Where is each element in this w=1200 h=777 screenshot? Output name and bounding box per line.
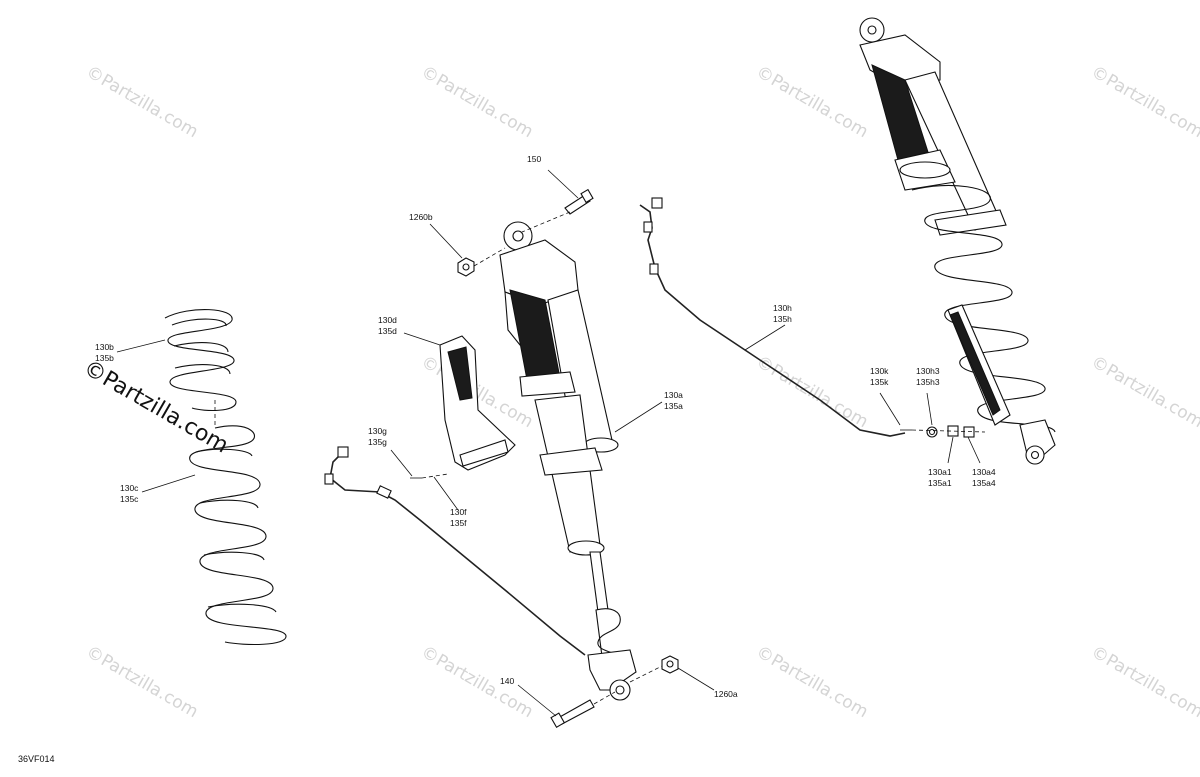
sensor-cable-left: [324, 446, 586, 656]
nut-1260b: [457, 257, 475, 277]
watermark: ©Partzilla.com: [1088, 62, 1200, 142]
callout-135h: 135h: [773, 314, 792, 324]
watermark: ©Partzilla.com: [753, 352, 872, 432]
callout-1260b: 1260b: [409, 212, 433, 222]
callout-135c: 135c: [120, 494, 139, 504]
callout-130c: 130c: [120, 483, 139, 493]
callout-1260a: 1260a: [714, 689, 738, 699]
lower-spring: [189, 425, 287, 645]
watermark: ©Partzilla.com: [753, 642, 872, 722]
drawing-code: 36VF014: [18, 754, 55, 764]
callout-130b: 130b: [95, 342, 114, 352]
shock-guard-bracket: [439, 335, 516, 471]
watermark: ©Partzilla.com: [1088, 352, 1200, 432]
leader-lines: [116, 169, 981, 717]
bolt-axis-line: [521, 211, 571, 233]
upper-spring: [164, 309, 237, 412]
watermark: ©Partzilla.com: [418, 62, 537, 142]
watermark: ©Partzilla.com: [83, 642, 202, 722]
nut-1260a: [661, 655, 679, 674]
lower-nut-axis-line: [629, 665, 663, 683]
callout-135a1: 135a1: [928, 478, 952, 488]
callout-130g: 130g: [368, 426, 387, 436]
center-shock-absorber: [499, 221, 637, 701]
callout-135d: 135d: [378, 326, 397, 336]
fitting-parts: [900, 425, 986, 438]
watermark: ©Partzilla.com: [753, 62, 872, 142]
nut-axis-line: [473, 247, 506, 267]
callout-labels: 150 1260b 130d 135d 130b 135b 130c 135c …: [95, 154, 996, 699]
callout-130a4: 130a4: [972, 467, 996, 477]
callout-130a: 130a: [664, 390, 683, 400]
callout-150: 150: [527, 154, 541, 164]
bolt-140: [550, 699, 595, 728]
callout-135h3: 135h3: [916, 377, 940, 387]
callout-135a: 135a: [664, 401, 683, 411]
watermark-prominent: ©Partzilla.com: [79, 356, 232, 459]
callout-130f: 130f: [450, 507, 467, 517]
callout-135g: 135g: [368, 437, 387, 447]
sensor-cable-right: [639, 197, 906, 437]
callout-135a4: 135a4: [972, 478, 996, 488]
assembled-shock-right: [859, 17, 1056, 465]
callout-130a1: 130a1: [928, 467, 952, 477]
watermark: ©Partzilla.com: [1088, 642, 1200, 722]
callout-135k: 135k: [870, 377, 889, 387]
watermark-group: ©Partzilla.com ©Partzilla.com ©Partzilla…: [79, 62, 1200, 722]
callout-130d: 130d: [378, 315, 397, 325]
watermark: ©Partzilla.com: [418, 642, 537, 722]
callout-130h3: 130h3: [916, 366, 940, 376]
bolt-150: [564, 188, 594, 215]
callout-140: 140: [500, 676, 514, 686]
callout-130h: 130h: [773, 303, 792, 313]
callout-135b: 135b: [95, 353, 114, 363]
callout-135f: 135f: [450, 518, 467, 528]
callout-130k: 130k: [870, 366, 889, 376]
watermark: ©Partzilla.com: [83, 62, 202, 142]
